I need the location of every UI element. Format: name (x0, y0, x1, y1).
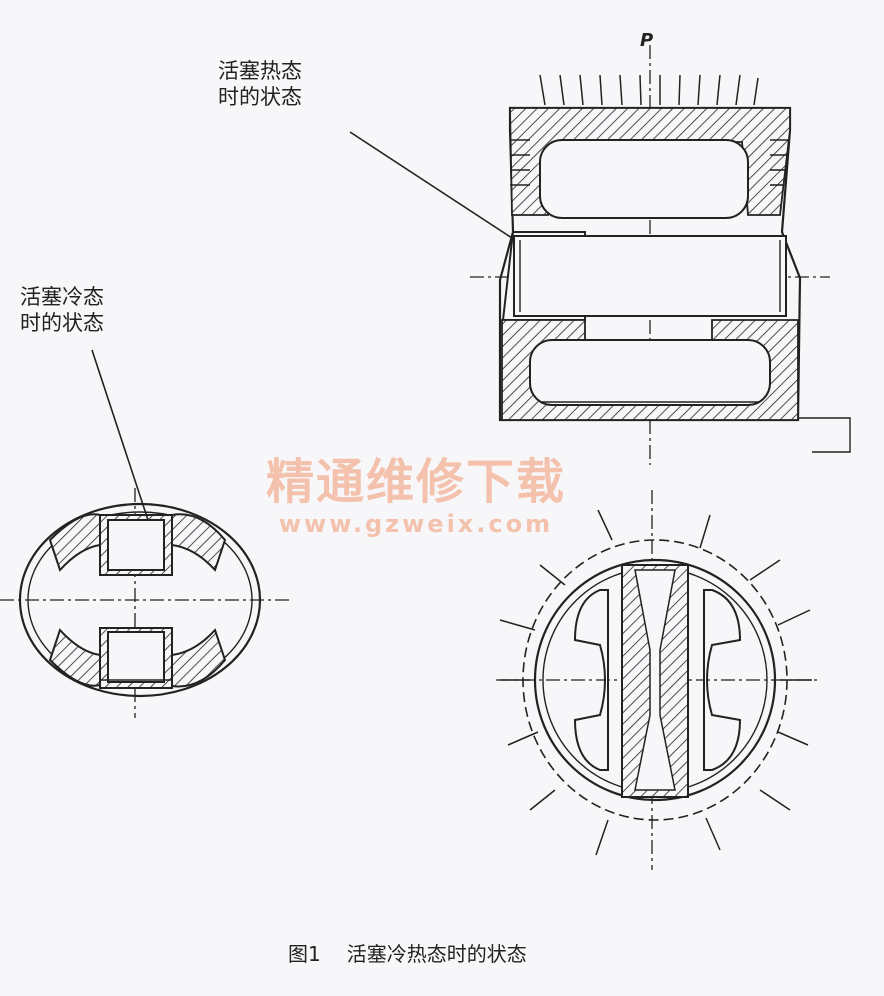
cold-piston-top-view (0, 488, 290, 718)
force-label: P (640, 30, 654, 51)
radial-arrows (499, 509, 812, 856)
watermark: 精通维修下载 www.gzweix.com (266, 454, 566, 538)
figure-number: 图1 (288, 942, 321, 966)
pressure-arrows (539, 74, 759, 106)
cold-state-label: 活塞冷态 时的状态 (20, 284, 104, 336)
hot-label-line2: 时的状态 (218, 85, 302, 109)
hot-piston-side-view (470, 45, 851, 465)
ring-grooves (510, 139, 790, 186)
figure-caption: 图1 活塞冷热态时的状态 (288, 938, 553, 967)
cold-label-line1: 活塞冷态 (20, 285, 104, 309)
hot-label-leader (349, 131, 513, 239)
figure-caption-text: 活塞冷热态时的状态 (346, 942, 527, 966)
cold-label-leader (91, 349, 149, 521)
watermark-url: www.gzweix.com (278, 510, 554, 538)
hot-piston-top-view (496, 490, 820, 870)
cold-label-line2: 时的状态 (20, 311, 104, 335)
hot-label-line1: 活塞热态 (218, 59, 302, 83)
watermark-title: 精通维修下载 (266, 454, 567, 510)
hot-state-label: 活塞热态 时的状态 (218, 58, 302, 110)
